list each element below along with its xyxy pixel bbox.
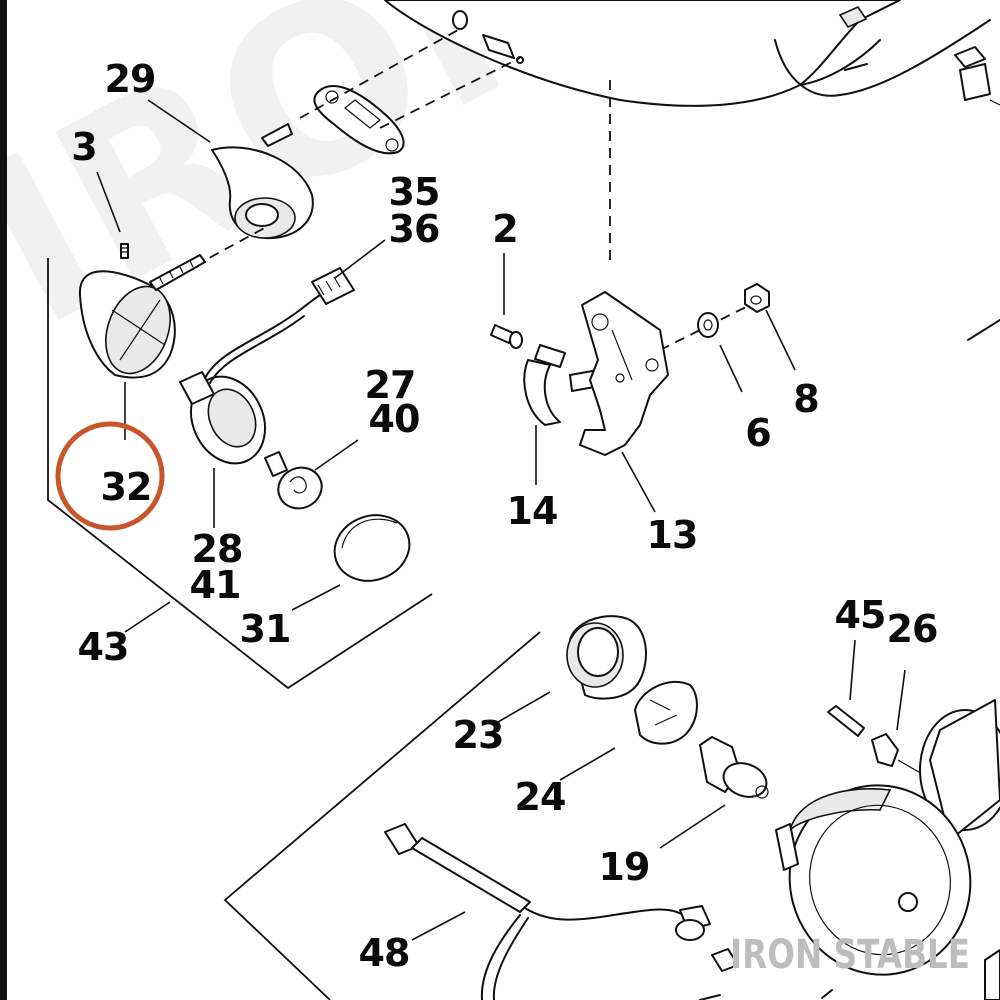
leader-lines (96, 99, 906, 941)
callout-14: 14 (507, 489, 558, 533)
callout-24: 24 (515, 775, 566, 819)
headlamp-assembly (775, 699, 1000, 1000)
bulb-socket (179, 371, 266, 465)
callout-13: 13 (647, 513, 698, 557)
washer-6 (697, 312, 719, 338)
callout-2: 2 (492, 207, 517, 251)
callout-41: 41 (190, 563, 241, 607)
highlight-ring (55, 421, 165, 531)
callout-48: 48 (359, 931, 410, 975)
callout-29: 29 (105, 57, 156, 101)
callout-23: 23 (453, 713, 504, 757)
turn-signal-housing (78, 254, 206, 379)
bulb (264, 451, 323, 510)
watermark-small: IRON STABLE (730, 932, 970, 978)
group-frame-43 (47, 258, 433, 690)
turn-signal-upper (211, 123, 314, 240)
callout-27: 27 (365, 363, 416, 407)
group-frame-headlamp (223, 631, 541, 1000)
callout-labels: 29 3 35 36 2 27 40 8 6 32 14 13 28 41 31… (71, 57, 938, 975)
connector-45 (827, 705, 865, 737)
callout-36: 36 (389, 207, 440, 251)
trim-ring-23 (566, 615, 647, 700)
callout-3: 3 (71, 125, 96, 169)
set-screw (120, 243, 129, 259)
axis-29 (299, 29, 459, 119)
wire-harness-short (204, 267, 355, 384)
axis-29b (379, 57, 521, 129)
retainer-24 (634, 680, 698, 745)
right-connector (954, 46, 1000, 341)
connector-26 (871, 733, 951, 791)
callout-28: 28 (192, 527, 243, 571)
callout-35: 35 (389, 170, 440, 214)
callout-32: 32 (101, 465, 152, 509)
callout-40: 40 (369, 397, 420, 441)
callout-19: 19 (599, 845, 650, 889)
left-edge-bar (0, 0, 7, 1000)
mounting-bracket (579, 291, 669, 456)
headlamp-bulb-19 (699, 736, 769, 799)
wire-harness-48 (384, 823, 833, 1000)
gasket (313, 85, 405, 155)
screw-2 (490, 324, 523, 349)
callout-45: 45 (835, 593, 886, 637)
callout-43: 43 (78, 625, 129, 669)
callout-26: 26 (887, 607, 938, 651)
callout-8: 8 (793, 377, 818, 421)
nut-8 (744, 283, 770, 313)
lens (333, 514, 411, 582)
clamp-14 (523, 344, 601, 426)
fairing-nacelle (384, 0, 991, 107)
callout-6: 6 (745, 411, 770, 455)
callout-31: 31 (240, 607, 291, 651)
